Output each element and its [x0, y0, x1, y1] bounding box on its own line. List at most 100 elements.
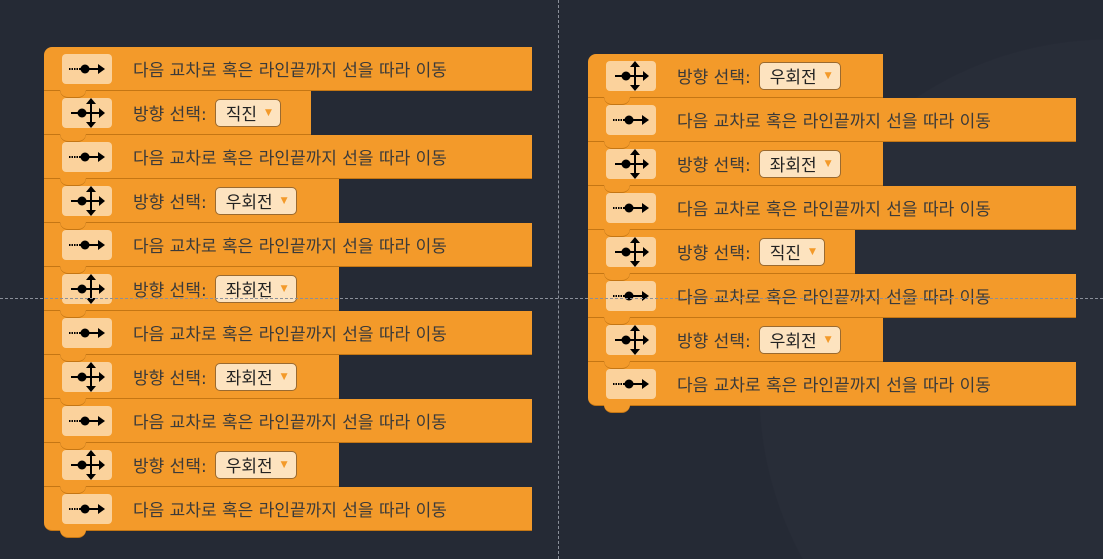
- select-direction-block[interactable]: 방향 선택: 좌회전 ▼: [44, 354, 339, 406]
- dropdown-arrow-icon: ▼: [280, 459, 288, 470]
- block-notch: [60, 178, 86, 186]
- crossroad-direction-icon: [606, 236, 656, 267]
- workspace-guide-vertical: [558, 0, 559, 559]
- direction-dropdown[interactable]: 직진 ▼: [214, 98, 281, 127]
- block-label: 방향 선택:: [677, 332, 751, 352]
- block-label: 방향 선택:: [133, 457, 207, 477]
- direction-value: 좌회전: [769, 156, 817, 176]
- move-forward-icon: [62, 141, 112, 172]
- block-label: 다음 교차로 혹은 라인끝까지 선을 따라 이동: [677, 112, 991, 132]
- dropdown-arrow-icon: ▼: [808, 246, 816, 257]
- block-label: 방향 선택:: [133, 369, 207, 389]
- move-to-next-intersection-block[interactable]: 다음 교차로 혹은 라인끝까지 선을 따라 이동: [588, 361, 1076, 413]
- move-forward-icon: [62, 405, 112, 436]
- block-notch: [604, 141, 630, 149]
- move-to-next-intersection-block[interactable]: 다음 교차로 혹은 라인끝까지 선을 따라 이동: [44, 134, 532, 186]
- select-direction-block[interactable]: 방향 선택: 좌회전 ▼: [588, 141, 883, 193]
- block-notch: [60, 486, 86, 494]
- block-notch: [604, 185, 630, 193]
- direction-dropdown[interactable]: 좌회전 ▼: [214, 362, 297, 391]
- select-direction-block[interactable]: 방향 선택: 우회전 ▼: [588, 54, 883, 105]
- block-notch: [60, 134, 86, 142]
- move-to-next-intersection-block[interactable]: 다음 교차로 혹은 라인끝까지 선을 따라 이동: [588, 185, 1076, 237]
- select-direction-block[interactable]: 방향 선택: 우회전 ▼: [44, 442, 339, 494]
- move-forward-icon: [62, 493, 112, 524]
- dropdown-arrow-icon: ▼: [824, 334, 832, 345]
- block-notch: [604, 229, 630, 237]
- block-notch: [60, 222, 86, 230]
- move-to-next-intersection-block[interactable]: 다음 교차로 혹은 라인끝까지 선을 따라 이동: [588, 97, 1076, 149]
- dropdown-arrow-icon: ▼: [280, 283, 288, 294]
- crossroad-direction-icon: [606, 324, 656, 355]
- direction-dropdown[interactable]: 우회전 ▼: [214, 450, 297, 479]
- block-notch: [604, 97, 630, 105]
- select-direction-block[interactable]: 방향 선택: 우회전 ▼: [44, 178, 339, 230]
- direction-dropdown[interactable]: 우회전 ▼: [758, 325, 841, 354]
- direction-value: 우회전: [225, 457, 273, 477]
- move-forward-icon: [62, 53, 112, 84]
- block-notch: [604, 405, 630, 413]
- dropdown-arrow-icon: ▼: [280, 195, 288, 206]
- block-notch: [60, 354, 86, 362]
- direction-value: 좌회전: [225, 369, 273, 389]
- direction-value: 우회전: [769, 332, 817, 352]
- direction-dropdown[interactable]: 좌회전 ▼: [214, 274, 297, 303]
- block-label: 다음 교차로 혹은 라인끝까지 선을 따라 이동: [133, 149, 447, 169]
- move-to-next-intersection-block[interactable]: 다음 교차로 혹은 라인끝까지 선을 따라 이동: [588, 273, 1076, 325]
- crossroad-direction-icon: [62, 97, 112, 128]
- block-label: 다음 교차로 혹은 라인끝까지 선을 따라 이동: [133, 325, 447, 345]
- block-label: 다음 교차로 혹은 라인끝까지 선을 따라 이동: [133, 237, 447, 257]
- move-to-next-intersection-block[interactable]: 다음 교차로 혹은 라인끝까지 선을 따라 이동: [44, 398, 532, 450]
- block-label: 다음 교차로 혹은 라인끝까지 선을 따라 이동: [677, 376, 991, 396]
- direction-value: 우회전: [225, 193, 273, 213]
- crossroad-direction-icon: [62, 185, 112, 216]
- block-notch: [60, 90, 86, 98]
- dropdown-arrow-icon: ▼: [264, 107, 272, 118]
- crossroad-direction-icon: [62, 449, 112, 480]
- block-label: 방향 선택:: [677, 68, 751, 88]
- direction-dropdown[interactable]: 우회전 ▼: [758, 61, 841, 90]
- move-forward-icon: [606, 368, 656, 399]
- block-notch: [60, 398, 86, 406]
- block-label: 방향 선택:: [133, 281, 207, 301]
- move-to-next-intersection-block[interactable]: 다음 교차로 혹은 라인끝까지 선을 따라 이동: [44, 310, 532, 362]
- direction-value: 좌회전: [225, 281, 273, 301]
- move-forward-icon: [606, 192, 656, 223]
- select-direction-block[interactable]: 방향 선택: 우회전 ▼: [588, 317, 883, 369]
- direction-value: 우회전: [769, 68, 817, 88]
- move-to-next-intersection-block[interactable]: 다음 교차로 혹은 라인끝까지 선을 따라 이동: [44, 486, 532, 538]
- block-label: 방향 선택:: [677, 156, 751, 176]
- select-direction-block[interactable]: 방향 선택: 직진 ▼: [588, 229, 855, 281]
- direction-value: 직진: [769, 244, 801, 264]
- block-notch: [60, 442, 86, 450]
- block-label: 방향 선택:: [677, 244, 751, 264]
- block-notch: [604, 361, 630, 369]
- select-direction-block[interactable]: 방향 선택:직진▼: [44, 90, 311, 142]
- block-label: 방향 선택:: [133, 193, 207, 213]
- direction-value: 직진: [225, 105, 257, 125]
- block-notch: [604, 273, 630, 281]
- move-forward-icon: [62, 317, 112, 348]
- dropdown-arrow-icon: ▼: [824, 70, 832, 81]
- block-notch: [60, 310, 86, 318]
- move-forward-icon: [62, 229, 112, 260]
- crossroad-direction-icon: [606, 148, 656, 179]
- block-notch: [604, 317, 630, 325]
- block-label: 다음 교차로 혹은 라인끝까지 선을 따라 이동: [133, 501, 447, 521]
- select-direction-block[interactable]: 방향 선택: 좌회전 ▼: [44, 266, 339, 318]
- direction-dropdown[interactable]: 직진 ▼: [758, 237, 825, 266]
- direction-dropdown[interactable]: 우회전 ▼: [214, 186, 297, 215]
- move-to-next-intersection-block[interactable]: 다음 교차로 혹은 라인끝까지 선을 따라 이동: [44, 222, 532, 274]
- move-forward-icon: [606, 280, 656, 311]
- move-forward-icon: [606, 104, 656, 135]
- block-notch: [60, 266, 86, 274]
- direction-dropdown[interactable]: 좌회전 ▼: [758, 149, 841, 178]
- block-label: 다음 교차로 혹은 라인끝까지 선을 따라 이동: [677, 288, 991, 308]
- crossroad-direction-icon: [62, 361, 112, 392]
- block-notch: [60, 530, 86, 538]
- move-to-next-intersection-block[interactable]: 다음 교차로 혹은 라인끝까지 선을 따라 이동: [44, 47, 532, 98]
- dropdown-arrow-icon: ▼: [280, 371, 288, 382]
- dropdown-arrow-icon: ▼: [824, 158, 832, 169]
